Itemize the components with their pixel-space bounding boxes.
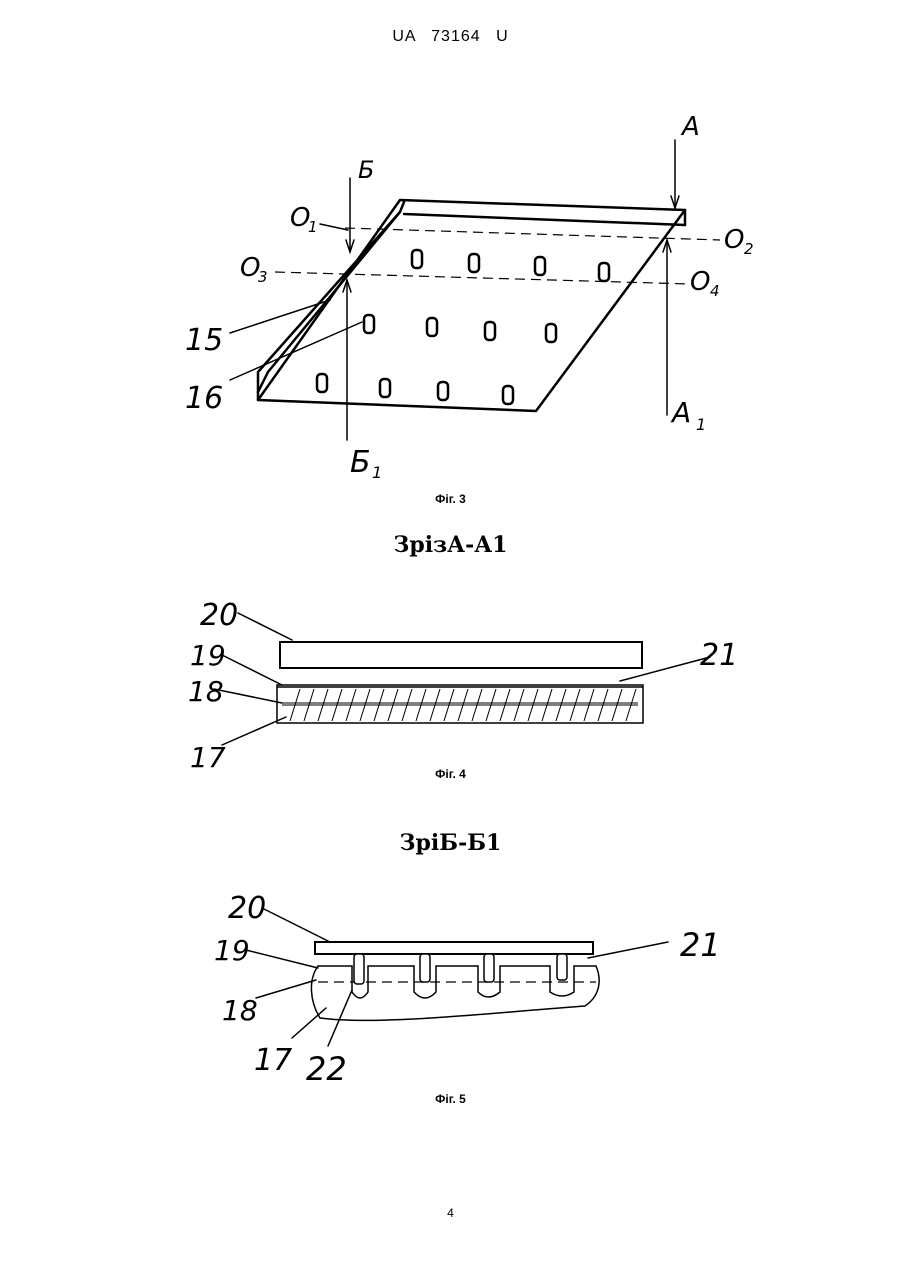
label-18: 18 bbox=[188, 675, 224, 708]
leader-20 bbox=[238, 613, 292, 640]
label-20: 20 bbox=[228, 891, 266, 926]
layer-20-plate bbox=[280, 642, 642, 668]
leader-18 bbox=[214, 689, 282, 703]
pin bbox=[557, 954, 567, 980]
leader-o1 bbox=[320, 224, 348, 230]
figure-3-caption: Фіг. 3 bbox=[0, 492, 901, 506]
hole bbox=[535, 257, 545, 275]
figure-5-drawing: 20 19 18 17 22 21 bbox=[0, 880, 901, 1100]
label-a: A bbox=[680, 112, 700, 142]
figure-4-drawing: 20 19 18 17 21 bbox=[0, 585, 901, 785]
label-19: 19 bbox=[214, 934, 250, 967]
label-a1: A bbox=[670, 396, 691, 429]
label-o4: O bbox=[690, 267, 710, 297]
label-19: 19 bbox=[190, 639, 226, 672]
leader-18 bbox=[256, 980, 316, 998]
hole bbox=[469, 254, 479, 272]
label-22: 22 bbox=[306, 1050, 347, 1088]
leader-19 bbox=[222, 655, 282, 685]
hole bbox=[380, 379, 390, 397]
hole bbox=[438, 382, 448, 400]
label-b1-sub: 1 bbox=[372, 463, 382, 482]
figure-5-caption: Фіг. 5 bbox=[0, 1092, 901, 1106]
label-a1-sub: 1 bbox=[696, 415, 706, 434]
label-o2-sub: 2 bbox=[744, 240, 754, 258]
leader-19 bbox=[246, 950, 318, 968]
leader-20 bbox=[262, 908, 330, 942]
label-21: 21 bbox=[680, 926, 721, 964]
label-o2: O bbox=[724, 225, 744, 255]
pin bbox=[420, 954, 430, 982]
label-o4-sub: 4 bbox=[710, 282, 720, 300]
hole bbox=[412, 250, 422, 268]
hole bbox=[546, 324, 556, 342]
hole bbox=[503, 386, 513, 404]
panel-front-edge bbox=[404, 214, 685, 225]
label-21: 21 bbox=[700, 638, 738, 673]
figure-3-drawing: A A 1 Б Б 1 O 1 O 2 O 3 O 4 15 16 bbox=[0, 0, 901, 500]
label-b1: Б bbox=[350, 445, 371, 480]
leader-17 bbox=[222, 717, 286, 745]
hole bbox=[599, 263, 609, 281]
page-number: 4 bbox=[0, 1206, 901, 1220]
leader-22 bbox=[328, 990, 352, 1046]
label-20: 20 bbox=[200, 598, 238, 633]
figure-4-title: ЗрізА-А1 bbox=[0, 532, 901, 558]
leader-17 bbox=[292, 1008, 326, 1038]
label-o3-sub: 3 bbox=[258, 268, 268, 286]
layer-20-plate bbox=[315, 942, 593, 954]
panel-inner-edge bbox=[268, 212, 400, 372]
label-b: Б bbox=[358, 156, 374, 184]
label-18: 18 bbox=[222, 994, 258, 1027]
label-17: 17 bbox=[254, 1043, 292, 1078]
hole bbox=[427, 318, 437, 336]
figure-5-title: ЗріБ-Б1 bbox=[0, 830, 901, 856]
label-15: 15 bbox=[185, 323, 223, 358]
pin bbox=[484, 954, 494, 982]
label-16: 16 bbox=[185, 381, 223, 416]
figure-4-caption: Фіг. 4 bbox=[0, 767, 901, 781]
pin bbox=[354, 954, 364, 984]
hole bbox=[364, 315, 374, 333]
leader-21 bbox=[588, 942, 668, 958]
hole bbox=[317, 374, 327, 392]
layer-17-18-base bbox=[277, 685, 643, 723]
label-o1-sub: 1 bbox=[308, 218, 318, 236]
hole bbox=[485, 322, 495, 340]
